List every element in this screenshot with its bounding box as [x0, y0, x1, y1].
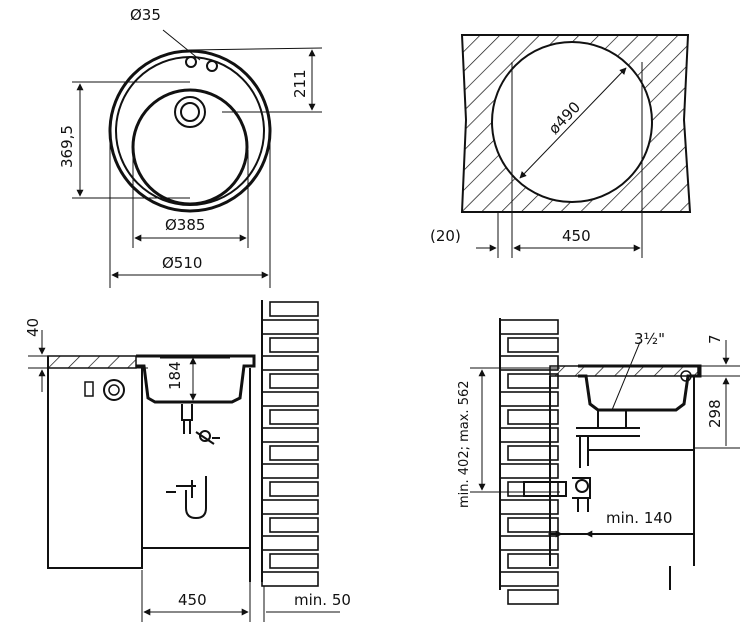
sink-inner-rim [115, 56, 265, 206]
front-cabinet [47, 356, 143, 569]
drain-offset-label: 369,5 [58, 125, 76, 168]
brick [507, 517, 559, 533]
brick [507, 445, 559, 461]
side-depth-label: 298 [706, 399, 724, 428]
cutout-gap-label: (20) [430, 227, 461, 245]
drain-outer [174, 96, 206, 128]
brick [269, 445, 319, 461]
brick [261, 571, 319, 587]
brick [269, 301, 319, 317]
cabinet-width-top-label: 450 [562, 227, 591, 245]
front-section: 40 184 450 min. 50 [24, 300, 351, 622]
cutout-view: ø490 (20) 450 [430, 34, 692, 258]
brick [269, 481, 319, 497]
drain-inner [180, 102, 200, 122]
brick [261, 427, 319, 443]
brick [507, 409, 559, 425]
brick [269, 553, 319, 569]
sink-bowl [131, 88, 249, 206]
bowl-depth-label: 184 [166, 361, 184, 390]
brick [261, 535, 319, 551]
sink-bowl-side [578, 364, 702, 412]
brick [261, 391, 319, 407]
waste-size-label: 3½" [634, 330, 665, 348]
brick [269, 517, 319, 533]
brick [269, 373, 319, 389]
brick [507, 373, 559, 389]
brick [507, 337, 559, 353]
brick [269, 409, 319, 425]
wall-min-label: min. 50 [294, 591, 351, 609]
brick [269, 337, 319, 353]
brick [499, 571, 559, 587]
tap-offset-label: 211 [291, 69, 309, 98]
side-rim-label: 7 [706, 334, 724, 344]
brick-wall-side [499, 318, 559, 605]
brick [507, 553, 559, 569]
sink-outer-rim [108, 49, 272, 213]
tap-hole-2 [206, 60, 218, 72]
side-height-range-label: min. 402; max. 562 [457, 380, 472, 508]
bowl-dia-label: Ø385 [165, 216, 205, 234]
outer-dia-label: Ø510 [162, 254, 202, 272]
waste-fitting [166, 404, 220, 520]
brick [261, 499, 319, 515]
brick-wall-front [261, 300, 319, 587]
brick [261, 319, 319, 335]
tap-hole-dia-label: Ø35 [130, 6, 161, 24]
waste-fitting-side [523, 410, 640, 512]
worktop-front [47, 355, 137, 369]
brick [261, 355, 319, 371]
rim-height-label: 40 [24, 318, 42, 337]
tap-hole-1 [185, 56, 197, 68]
brick [507, 589, 559, 605]
top-view: Ø35 211 369,5 Ø385 Ø510 [58, 6, 323, 288]
brick [499, 319, 559, 335]
brick [261, 463, 319, 479]
sink-bowl-section [136, 354, 256, 404]
side-section: min. 402; max. 562 3½" 7 298 min. 1 [457, 318, 740, 605]
cabinet-width-bottom-label: 450 [178, 591, 207, 609]
min-140-label: min. 140 [606, 509, 672, 527]
